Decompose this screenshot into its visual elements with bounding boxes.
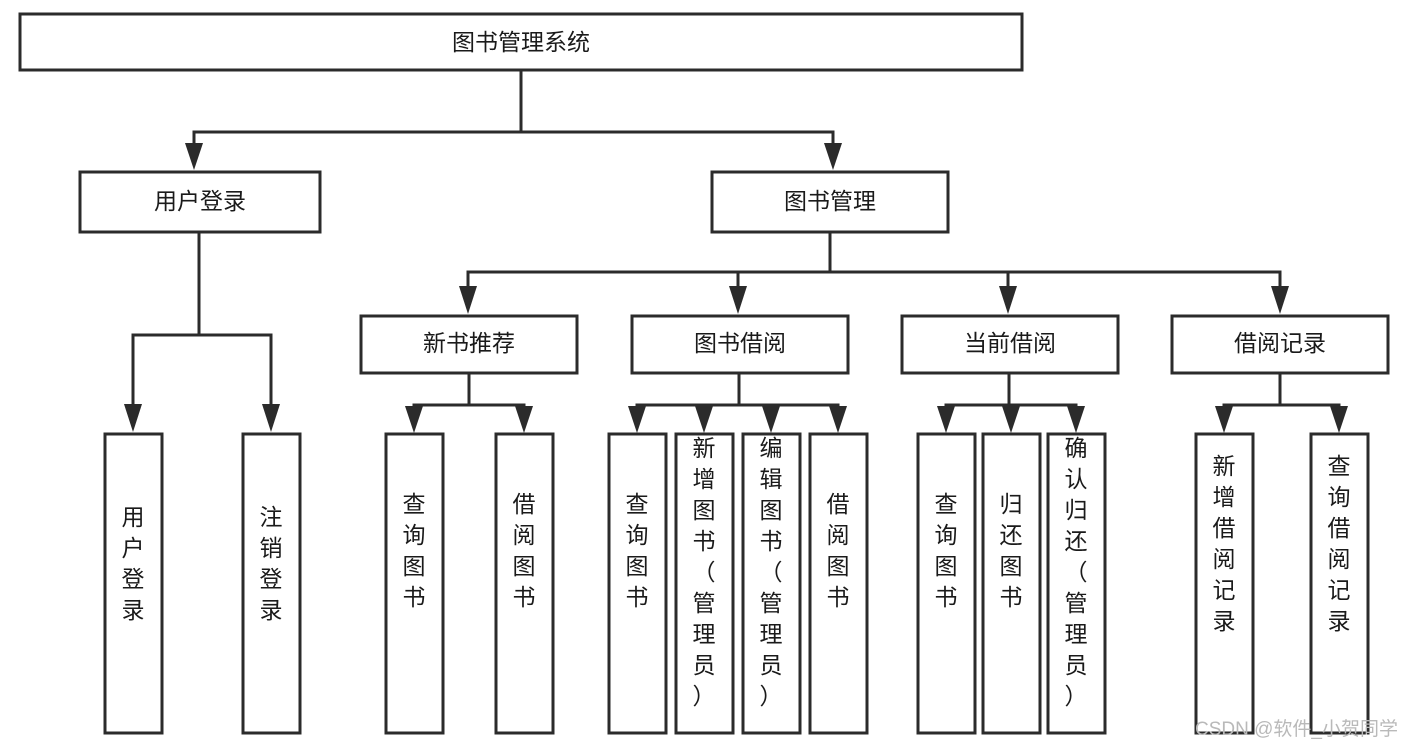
- node-user-login-box[interactable]: [78, 170, 322, 234]
- leaf-box[interactable]: [494, 432, 555, 735]
- node-borrow-record[interactable]: 借阅记录: [1170, 314, 1390, 375]
- leaf-node[interactable]: 查询图书: [607, 432, 668, 735]
- leaf-box[interactable]: [741, 432, 802, 735]
- node-book-management-label: 图书管理: [784, 188, 876, 214]
- leaf-box[interactable]: [1046, 432, 1107, 735]
- arrow-head-icon: [695, 406, 713, 433]
- leaf-node[interactable]: 借阅图书: [494, 432, 555, 735]
- node-current-borrow-label: 当前借阅: [964, 330, 1056, 356]
- leaf-node[interactable]: 新增图书（管理员）: [674, 432, 735, 735]
- leaf-box[interactable]: [607, 432, 668, 735]
- node-new-book-recommend[interactable]: 新书推荐: [359, 314, 579, 375]
- leaf-label: 归还图书: [1000, 491, 1023, 610]
- leaf-node[interactable]: 编辑图书（管理员）: [741, 432, 802, 735]
- arrow-head-icon: [829, 406, 847, 433]
- watermark-label: CSDN @软件_小贺同学: [1195, 718, 1398, 740]
- leaf-label: 查询图书: [935, 491, 958, 610]
- leaf-node[interactable]: 注销登录: [241, 432, 302, 735]
- leaf-node[interactable]: 用户登录: [103, 432, 164, 735]
- node-current-borrow[interactable]: 当前借阅: [900, 314, 1120, 375]
- node-borrow-record-box[interactable]: [1170, 314, 1390, 375]
- arrow-head-icon: [937, 406, 955, 433]
- leaf-box[interactable]: [103, 432, 164, 735]
- leaf-label: 借阅图书: [827, 491, 850, 610]
- node-book-borrow[interactable]: 图书借阅: [630, 314, 850, 375]
- node-current-borrow-box[interactable]: [900, 314, 1120, 375]
- leaf-label: 新增借阅记录: [1213, 453, 1236, 634]
- arrow-head-icon: [999, 286, 1017, 314]
- node-book-management-box[interactable]: [710, 170, 950, 234]
- leaf-box[interactable]: [916, 432, 977, 735]
- leaf-label: 查询图书: [403, 491, 426, 610]
- arrow-head-icon: [729, 286, 747, 314]
- leaf-label: 注销登录: [260, 504, 283, 623]
- arrow-head-icon: [405, 406, 423, 433]
- leaf-node[interactable]: 确认归还（管理员）: [1046, 432, 1107, 735]
- node-new-book-recommend-box[interactable]: [359, 314, 579, 375]
- arrow-head-icon: [824, 143, 842, 170]
- leaf-node[interactable]: 查询图书: [916, 432, 977, 735]
- arrow-head-icon: [1002, 406, 1020, 433]
- arrow-head-icon: [185, 143, 203, 170]
- arrow-head-icon: [1215, 406, 1233, 433]
- arrow-head-icon: [1067, 406, 1085, 433]
- node-book-management[interactable]: 图书管理: [710, 170, 950, 234]
- arrow-head-icon: [628, 406, 646, 433]
- arrow-head-icon: [262, 404, 280, 432]
- leaf-label: 确认归还（管理员）: [1065, 435, 1088, 709]
- leaf-box[interactable]: [1309, 432, 1370, 735]
- leaf-label: 新增图书（管理员）: [693, 435, 716, 709]
- arrow-head-icon: [1271, 286, 1289, 314]
- node-book-borrow-box[interactable]: [630, 314, 850, 375]
- leaf-node[interactable]: 借阅图书: [808, 432, 869, 735]
- leaf-node[interactable]: 归还图书: [981, 432, 1042, 735]
- node-borrow-record-label: 借阅记录: [1234, 330, 1326, 356]
- arrow-head-icon: [459, 286, 477, 314]
- arrow-head-icon: [515, 406, 533, 433]
- arrow-head-icon: [762, 406, 780, 433]
- node-book-borrow-label: 图书借阅: [694, 330, 786, 356]
- leaf-node[interactable]: 查询借阅记录: [1309, 432, 1370, 735]
- connector-layer: [124, 68, 1348, 433]
- leaf-box[interactable]: [384, 432, 445, 735]
- leaf-label: 编辑图书（管理员）: [760, 435, 783, 709]
- node-root-box[interactable]: [18, 12, 1024, 72]
- leaf-box[interactable]: [808, 432, 869, 735]
- leaf-label: 借阅图书: [513, 491, 536, 610]
- leaf-box[interactable]: [674, 432, 735, 735]
- node-new-book-recommend-label: 新书推荐: [423, 330, 515, 356]
- node-root-label: 图书管理系统: [452, 29, 590, 55]
- leaf-label: 查询借阅记录: [1328, 453, 1351, 634]
- node-user-login[interactable]: 用户登录: [78, 170, 322, 234]
- leaf-box[interactable]: [241, 432, 302, 735]
- leaf-label: 用户登录: [122, 504, 145, 623]
- leaf-node[interactable]: 查询图书: [384, 432, 445, 735]
- leaf-box[interactable]: [1194, 432, 1255, 735]
- leaf-node[interactable]: 新增借阅记录: [1194, 432, 1255, 735]
- leaf-label: 查询图书: [626, 491, 649, 610]
- arrow-head-icon: [1330, 406, 1348, 433]
- node-user-login-label: 用户登录: [154, 188, 246, 214]
- node-root[interactable]: 图书管理系统: [18, 12, 1024, 72]
- leaf-box[interactable]: [981, 432, 1042, 735]
- arrow-head-icon: [124, 404, 142, 432]
